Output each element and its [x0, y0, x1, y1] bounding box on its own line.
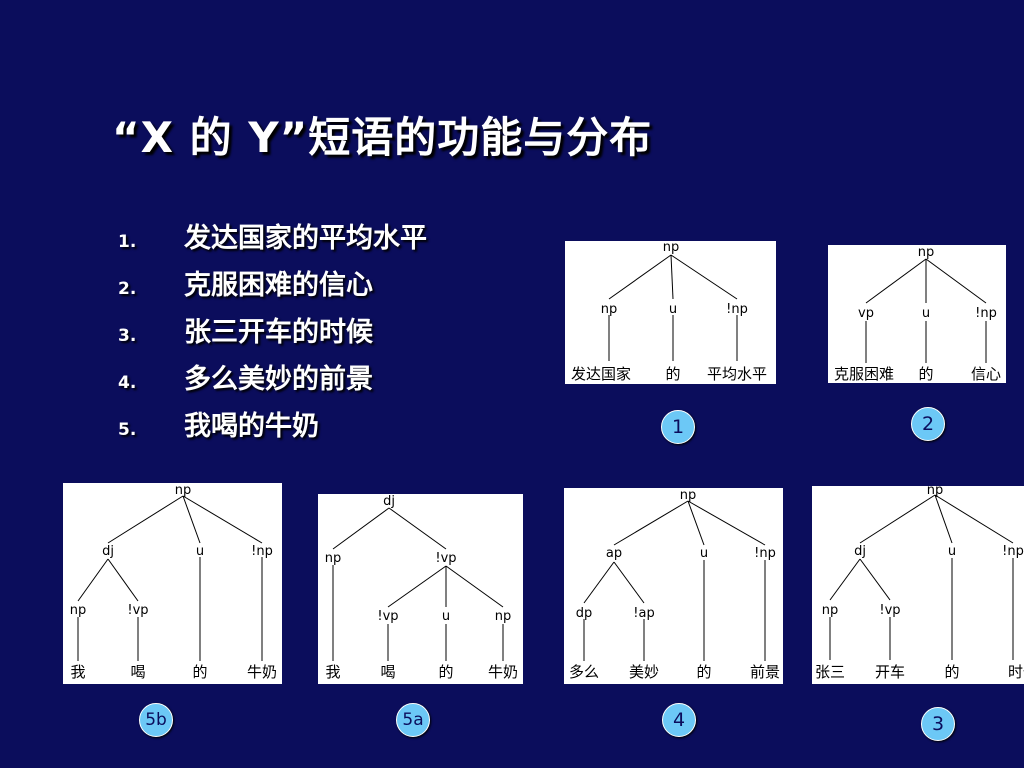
node-left-right: !vp [127, 603, 148, 618]
node-mid: u [922, 306, 930, 321]
badge-5b: 5b [139, 703, 173, 737]
word-right: 时候 [1008, 663, 1024, 681]
list-item: 1. 发达国家的平均水平 [118, 216, 427, 263]
item-text: 我喝的牛奶 [184, 411, 319, 442]
item-number: 3. [118, 326, 137, 346]
node-right: !np [251, 544, 273, 559]
word-left-right: 喝 [130, 663, 145, 681]
node-right: !np [726, 302, 748, 317]
node-left: np [325, 551, 342, 566]
node-left: np [601, 302, 618, 317]
word-mid: 的 [918, 365, 933, 383]
word-left: 我 [325, 663, 340, 681]
item-text: 发达国家的平均水平 [184, 223, 427, 254]
node-mid: u [196, 544, 204, 559]
node-right: !np [975, 306, 997, 321]
node-left-left: dp [576, 606, 593, 621]
slide-title: “X 的 Y”短语的功能与分布 [112, 113, 653, 162]
node-mid: u [700, 546, 708, 561]
word-right-right: 牛奶 [488, 663, 518, 681]
tree-diagram-1: np np u !np 发达国家 的 平均水平 [565, 241, 776, 384]
badge-2: 2 [911, 407, 945, 441]
node-left-right: !vp [879, 603, 900, 618]
badge-3: 3 [921, 707, 955, 741]
word-mid: 的 [944, 663, 959, 681]
word-left-right: 美妙 [629, 663, 659, 681]
node-right-mid: u [442, 609, 450, 624]
item-number: 5. [118, 420, 137, 440]
node-mid: u [669, 302, 677, 317]
node-root: np [175, 483, 192, 498]
node-left-left: np [822, 603, 839, 618]
node-left-right: !ap [633, 606, 654, 621]
badge-4: 4 [662, 703, 696, 737]
word-right-mid: 的 [438, 663, 453, 681]
item-number: 2. [118, 279, 137, 299]
node-root: np [663, 241, 680, 255]
word-right-left: 喝 [380, 663, 395, 681]
list-item: 2. 克服困难的信心 [118, 263, 427, 310]
word-mid: 的 [665, 365, 680, 383]
list-item: 3. 张三开车的时候 [118, 310, 427, 357]
node-root: np [918, 245, 935, 260]
badge-5a: 5a [396, 703, 430, 737]
word-left-left: 我 [70, 663, 85, 681]
word-right: 前景 [750, 663, 780, 681]
item-text: 多么美妙的前景 [184, 364, 373, 395]
tree-diagram-3: np dj u !np np !vp 张三 开车 的 时候 [812, 486, 1024, 684]
node-right: !np [754, 546, 776, 561]
word-mid: 的 [696, 663, 711, 681]
word-left: 发达国家 [571, 365, 631, 383]
word-right: 信心 [971, 365, 1001, 383]
example-list: 1. 发达国家的平均水平 2. 克服困难的信心 3. 张三开车的时候 4. 多么美妙的前… [118, 216, 427, 451]
tree-diagram-2: np vp u !np 克服困难 的 信心 [828, 245, 1006, 383]
node-right: !np [1002, 544, 1024, 559]
node-left: ap [606, 546, 622, 561]
item-text: 克服困难的信心 [184, 270, 373, 301]
node-right: !vp [435, 551, 456, 566]
word-mid: 的 [192, 663, 207, 681]
node-mid: u [948, 544, 956, 559]
list-item: 5. 我喝的牛奶 [118, 404, 427, 451]
word-left-left: 多么 [569, 663, 599, 681]
tree-diagram-5b: np dj u !np np !vp 我 喝 的 牛奶 [63, 483, 282, 684]
item-number: 4. [118, 373, 137, 393]
list-item: 4. 多么美妙的前景 [118, 357, 427, 404]
word-left-right: 开车 [875, 663, 905, 681]
node-right-right: np [495, 609, 512, 624]
node-left: dj [854, 544, 866, 559]
tree-diagram-5a: dj np !vp !vp u np 我 喝 的 牛奶 [318, 494, 523, 684]
node-root: np [680, 488, 697, 503]
badge-1: 1 [661, 410, 695, 444]
node-left: vp [858, 306, 874, 321]
item-number: 1. [118, 232, 137, 252]
word-left-left: 张三 [815, 663, 845, 681]
tree-diagram-4: np ap u !np dp !ap 多么 美妙 的 前景 [564, 488, 783, 684]
word-right: 平均水平 [707, 365, 767, 383]
node-right-left: !vp [377, 609, 398, 624]
node-left-left: np [70, 603, 87, 618]
node-root: dj [383, 494, 395, 509]
node-root: np [927, 486, 944, 498]
item-text: 张三开车的时候 [184, 317, 373, 348]
node-left: dj [102, 544, 114, 559]
word-left: 克服困难 [834, 365, 894, 383]
word-right: 牛奶 [247, 663, 277, 681]
